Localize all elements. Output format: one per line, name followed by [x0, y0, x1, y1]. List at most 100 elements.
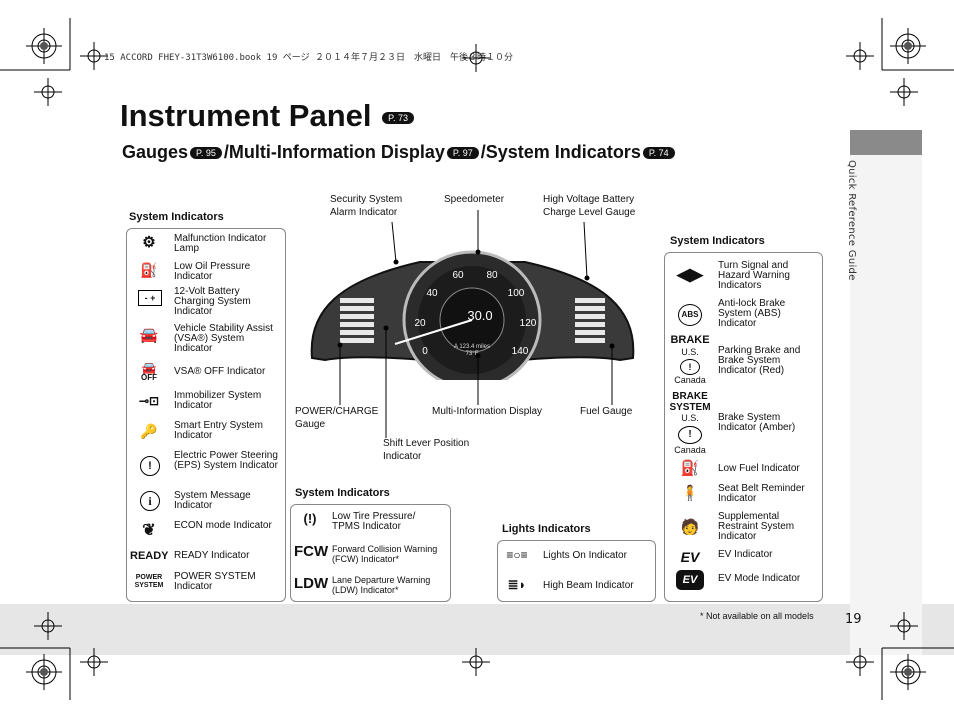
- subtitle-mid: /Multi-Information Display: [223, 142, 445, 162]
- instrument-cluster: 0 20 40 60 80 100 120 140 30.0 A 123.4 m…: [310, 250, 635, 380]
- side-tab-strip: [850, 155, 922, 655]
- page-ref-sys[interactable]: P. 74: [642, 147, 675, 160]
- left-item-1: Low Oil Pressure Indicator: [174, 261, 251, 282]
- oil-can-icon: ⛽: [140, 262, 158, 278]
- right-item-5: Seat Belt Reminder Indicator: [718, 483, 805, 504]
- page-ref-title[interactable]: P. 73: [382, 111, 414, 124]
- right-item-7: EV Indicator: [718, 549, 773, 560]
- callout-power-charge: POWER/CHARGE Gauge: [295, 405, 385, 431]
- left-item-7: Electric Power Steering (EPS) System Ind…: [174, 450, 278, 471]
- right-item-2: Parking Brake and Brake System Indicator…: [718, 345, 801, 376]
- callout-mid: Multi-Information Display: [432, 406, 543, 417]
- lights-item-1: High Beam Indicator: [543, 580, 634, 591]
- odometer-readout: A 123.4 miles: [454, 344, 490, 350]
- left-box-heading: System Indicators: [129, 211, 224, 223]
- callout-security: Security System Alarm Indicator: [330, 193, 420, 219]
- smart-entry-icon: 🔑: [140, 423, 158, 439]
- callout-fuel: Fuel Gauge: [580, 406, 633, 417]
- page-ref-mid[interactable]: P. 97: [446, 147, 479, 160]
- brake-icon: BRAKE: [670, 334, 710, 346]
- tpms-icon: (!): [303, 511, 317, 526]
- ldw-icon: LDW: [294, 575, 329, 592]
- turn-signal-icon: ◀▶: [676, 265, 704, 284]
- left-item-11: POWER SYSTEM Indicator: [174, 571, 256, 592]
- left-item-3: Vehicle Stability Assist (VSA®) System I…: [174, 323, 273, 354]
- lights-on-icon: ≡○≡: [506, 548, 528, 562]
- engine-icon: ⚙: [142, 234, 156, 251]
- steering-icon: !: [140, 456, 160, 476]
- left-system-indicators-box: [126, 228, 286, 602]
- brake-region-canada: Canada: [674, 375, 706, 385]
- lights-indicators-box: [497, 540, 656, 602]
- right-item-1: Anti-lock Brake System (ABS) Indicator: [718, 298, 786, 329]
- left-item-10: READY Indicator: [174, 550, 250, 561]
- book-header: 15 ACCORD FHEY-31T3W6100.book 19 ページ ２０１…: [104, 53, 514, 63]
- callout-hv-battery: High Voltage Battery Charge Level Gauge: [543, 193, 655, 219]
- right-item-4: Low Fuel Indicator: [718, 463, 800, 474]
- vsa-off-icon: 🚘OFF: [141, 361, 157, 382]
- brake-system-region-canada: Canada: [674, 445, 706, 455]
- bottom-item-2: Lane Departure Warning (LDW) Indicator*: [332, 575, 431, 595]
- right-item-0: Turn Signal and Hazard Warning Indicator…: [718, 260, 790, 291]
- page-ref-gauges[interactable]: P. 95: [190, 147, 222, 160]
- brake-system-circle-icon: !: [678, 426, 702, 444]
- callout-hv-battery-text: High Voltage Battery Charge Level Gauge: [543, 194, 636, 218]
- fuel-icon: ⛽: [680, 460, 700, 477]
- speed-label-60: 60: [452, 270, 464, 281]
- speed-label-120: 120: [520, 318, 537, 329]
- callout-security-text: Security System Alarm Indicator: [330, 194, 403, 218]
- bottom-box-heading: System Indicators: [295, 487, 390, 499]
- bottom-item-1: Forward Collision Warning (FCW) Indicato…: [332, 544, 438, 564]
- callout-speedometer: Speedometer: [444, 194, 505, 205]
- brake-system-region-us: U.S.: [681, 413, 699, 423]
- vsa-off-icon-text: OFF: [141, 373, 157, 382]
- ready-icon: READY: [130, 550, 169, 562]
- ev-mode-icon: EV: [676, 570, 704, 590]
- power-system-icon: POWER SYSTEM: [134, 574, 164, 589]
- speed-label-80: 80: [486, 270, 498, 281]
- seatbelt-icon: 🧍: [680, 485, 700, 502]
- side-tab-label: Quick Reference Guide: [846, 160, 857, 281]
- speed-label-100: 100: [508, 288, 525, 299]
- title-text: Instrument Panel: [120, 98, 372, 133]
- brake-system-icon: BRAKE SYSTEM: [669, 391, 711, 413]
- callout-shift-text: Shift Lever Position Indicator: [383, 438, 470, 462]
- right-item-3: Brake System Indicator (Amber): [718, 412, 796, 433]
- lights-item-0: Lights On Indicator: [543, 550, 627, 561]
- vsa-icon: 🚘: [139, 327, 159, 344]
- left-item-0: Malfunction Indicator Lamp: [174, 233, 267, 254]
- high-beam-icon: ≣◗: [507, 577, 527, 592]
- section-tab: [850, 130, 922, 155]
- footnote: * Not available on all models: [700, 611, 814, 621]
- left-item-6: Smart Entry System Indicator: [174, 420, 263, 441]
- right-item-8: EV Mode Indicator: [718, 573, 801, 584]
- brake-circle-icon: !: [680, 359, 700, 375]
- digital-speed: 30.0: [467, 308, 492, 323]
- bottom-item-0: Low Tire Pressure/ TPMS Indicator: [332, 511, 416, 532]
- abs-icon: ABS: [678, 304, 702, 326]
- left-item-5: Immobilizer System Indicator: [174, 390, 262, 411]
- speed-label-20: 20: [414, 318, 426, 329]
- fcw-icon: FCW: [294, 543, 329, 560]
- speed-label-0: 0: [422, 346, 428, 357]
- callout-power-charge-text: POWER/CHARGE Gauge: [295, 406, 379, 430]
- speed-label-140: 140: [512, 346, 529, 357]
- page-title: Instrument Panel P. 73: [120, 98, 416, 134]
- econ-icon: ❦: [142, 522, 156, 539]
- bottom-system-indicators-box: [290, 504, 451, 602]
- subtitle-gauges: Gauges: [122, 142, 189, 162]
- page-number: 19: [845, 612, 862, 627]
- left-item-9: ECON mode Indicator: [174, 520, 272, 531]
- info-icon: i: [140, 491, 160, 511]
- speed-label-40: 40: [426, 288, 438, 299]
- callout-shift: Shift Lever Position Indicator: [383, 437, 487, 463]
- key-icon: ⊸⊡: [138, 394, 160, 408]
- left-item-4: VSA® OFF Indicator: [174, 366, 266, 377]
- subtitle-sys: /System Indicators: [480, 142, 641, 162]
- ev-icon: EV: [680, 549, 700, 565]
- right-item-6: Supplemental Restraint System Indicator: [718, 511, 795, 542]
- temperature-readout: 73°F: [466, 351, 479, 357]
